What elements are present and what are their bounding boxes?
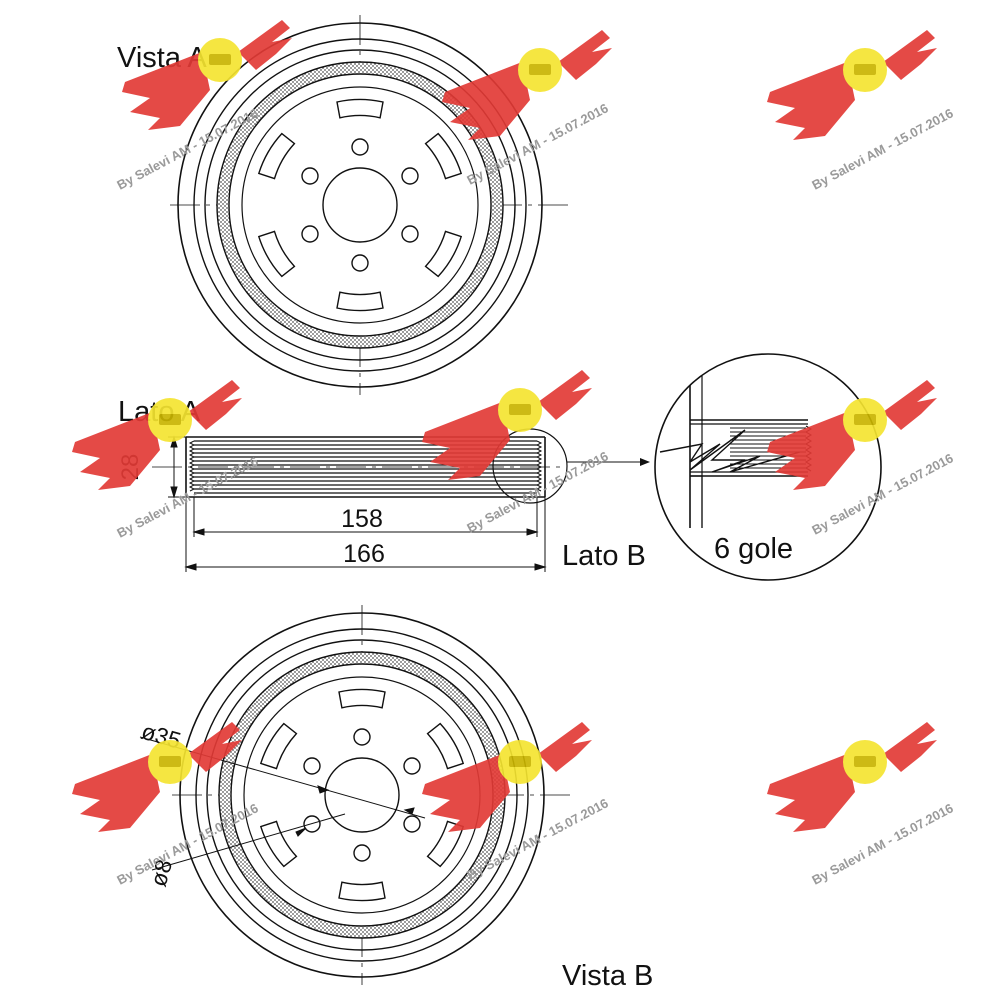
dimension-outer-width: 166 [343,540,385,568]
grooves-label: 6 gole [714,533,793,565]
lato-b-label: Lato B [562,540,646,572]
vista-b-face-view [171,604,573,986]
dimension-lines [168,435,547,572]
vista-b-label: Vista B [562,960,653,992]
dimension-inner-width: 158 [341,505,383,533]
